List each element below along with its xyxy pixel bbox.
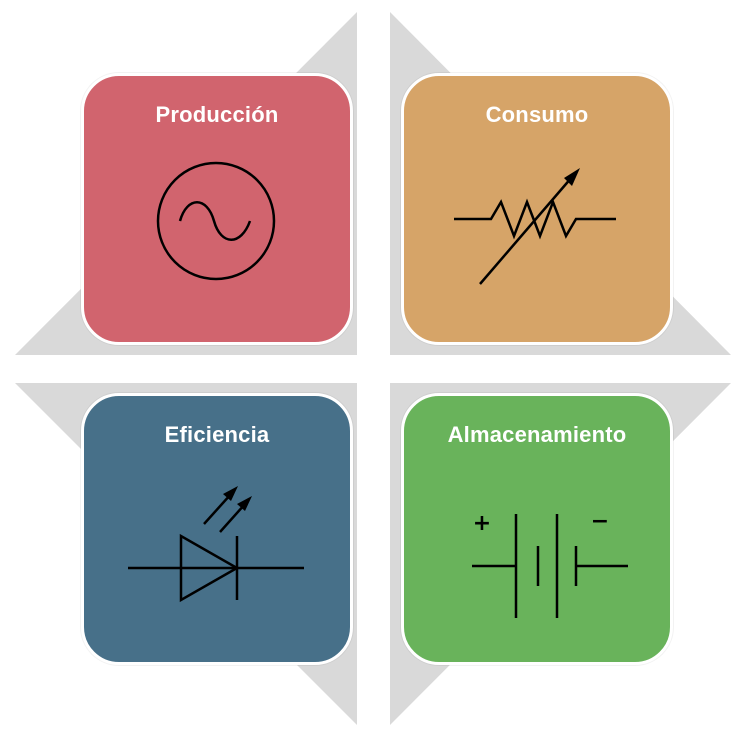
card-title-produccion: Producción [155, 102, 279, 127]
battery-plus-label: + [473, 511, 491, 536]
card-eficiencia: Eficiencia [81, 393, 353, 665]
card-almacenamiento: + − Almacenamiento [401, 393, 673, 665]
led-icon [128, 486, 304, 603]
battery-icon: + − [472, 509, 628, 618]
battery-minus-label: − [591, 509, 609, 534]
variable-resistor-icon [454, 168, 616, 285]
card-title-consumo: Consumo [485, 102, 589, 127]
ac-source-icon [156, 161, 276, 281]
card-title-almacenamiento: Almacenamiento [447, 422, 627, 447]
card-consumo: Consumo [401, 73, 673, 345]
card-produccion: Producción [81, 73, 353, 345]
card-title-eficiencia: Eficiencia [164, 422, 270, 447]
